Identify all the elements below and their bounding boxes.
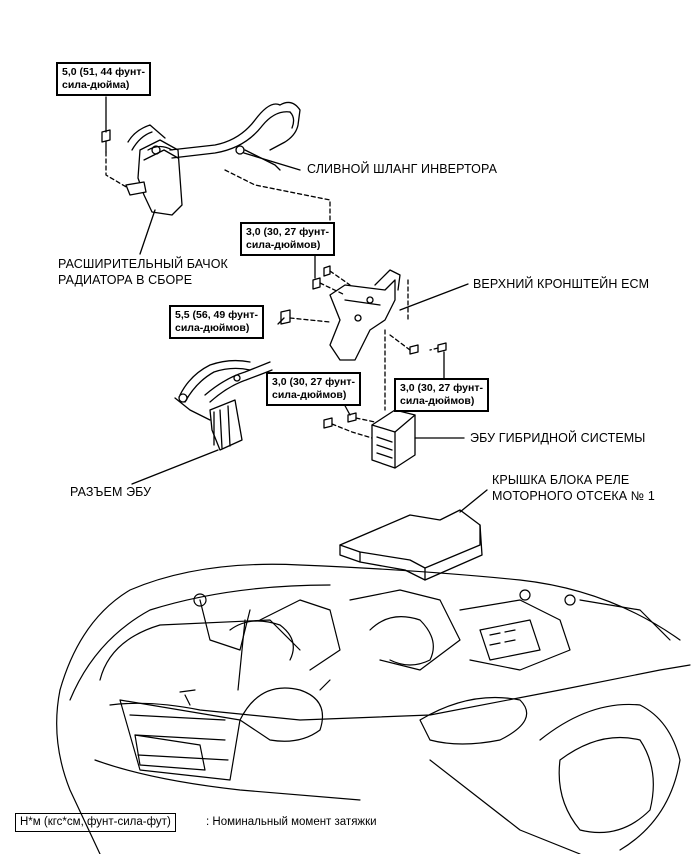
relay-block-cover <box>339 509 483 581</box>
label-radiator-reservoir: РАСШИРИТЕЛЬНЫЙ БАЧОК РАДИАТОРА В СБОРЕ <box>58 256 228 288</box>
torque-label-ecu-bolt: 3,0 (30, 27 фунт- сила-дюймов) <box>266 372 361 406</box>
legend-unit-box: Н*м (кгс*см, фунт-сила-фут) <box>15 813 176 832</box>
torque-line: сила-дюймов) <box>272 389 347 401</box>
label-hybrid-ecu: ЭБУ ГИБРИДНОЙ СИСТЕМЫ <box>470 431 646 445</box>
torque-label-bracket-upper-bolt: 3,0 (30, 27 фунт- сила-дюймов) <box>240 222 335 256</box>
torque-label-bracket-left-bolt: 5,5 (56, 49 фунт- сила-дюймов) <box>169 305 264 339</box>
label-line: РАДИАТОРА В СБОРЕ <box>58 273 193 287</box>
label-line: КРЫШКА БЛОКА РЕЛЕ <box>492 473 630 487</box>
torque-line: сила-дюймов) <box>246 239 321 251</box>
label-relay-block-cover: КРЫШКА БЛОКА РЕЛЕ МОТОРНОГО ОТСЕКА № 1 <box>492 472 655 504</box>
torque-label-tank-bolt: 5,0 (51, 44 фунт- сила-дюйма) <box>56 62 151 96</box>
torque-line: сила-дюйма) <box>62 79 130 91</box>
torque-line: 5,0 (51, 44 фунт- <box>62 66 145 78</box>
torque-line: 3,0 (30, 27 фунт- <box>272 376 355 388</box>
torque-label-bracket-right-bolt: 3,0 (30, 27 фунт- сила-дюймов) <box>394 378 489 412</box>
torque-line: сила-дюймов) <box>175 322 250 334</box>
label-ecu-connector: РАЗЪЕМ ЭБУ <box>70 485 152 499</box>
legend-description: : Номинальный момент затяжки <box>206 816 377 828</box>
vehicle-front-outline <box>56 563 691 854</box>
torque-line: 3,0 (30, 27 фунт- <box>246 226 329 238</box>
torque-line: сила-дюймов) <box>400 395 475 407</box>
inverter-drain-hose <box>127 101 301 171</box>
torque-line: 3,0 (30, 27 фунт- <box>400 382 483 394</box>
radiator-reservoir-tank <box>125 139 183 216</box>
hybrid-system-ecu <box>371 409 416 469</box>
label-line: МОТОРНОГО ОТСЕКА № 1 <box>492 489 655 503</box>
torque-line: 5,5 (56, 49 фунт- <box>175 309 258 321</box>
label-line: РАСШИРИТЕЛЬНЫЙ БАЧОК <box>58 257 228 271</box>
ecm-upper-bracket <box>329 269 401 361</box>
ecu-connector-harness <box>174 359 273 451</box>
label-inverter-drain-hose: СЛИВНОЙ ШЛАНГ ИНВЕРТОРА <box>307 162 498 176</box>
bracket-bolts <box>280 265 447 429</box>
tank-bolt <box>101 129 111 153</box>
label-ecm-upper-bracket: ВЕРХНИЙ КРОНШТЕЙН ECM <box>473 277 650 291</box>
